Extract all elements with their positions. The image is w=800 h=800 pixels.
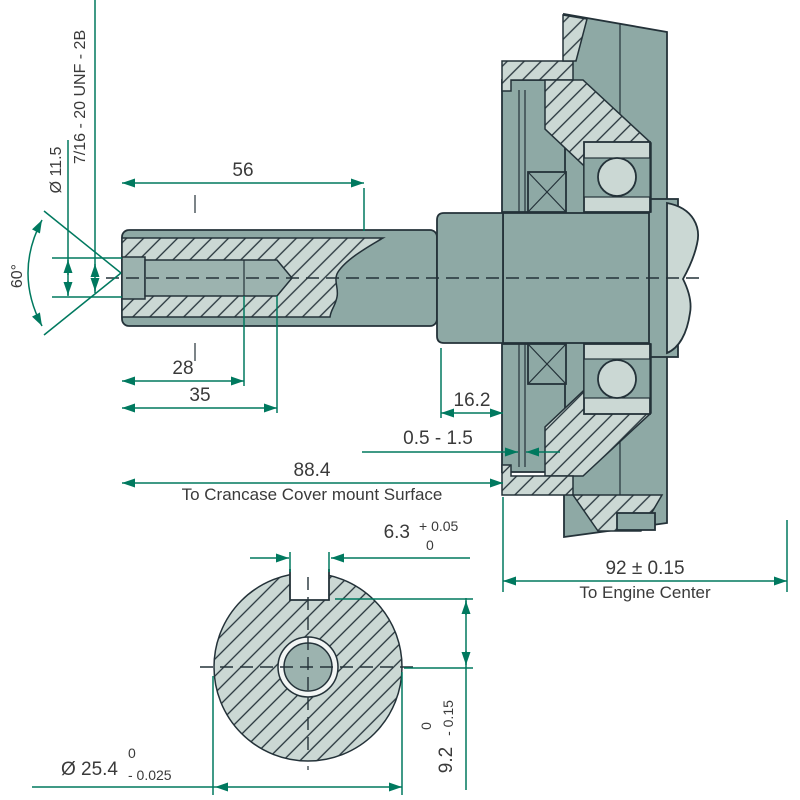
keyway-width-label: 6.3 <box>384 522 410 543</box>
dim-56-label: 56 <box>232 160 253 181</box>
ball-bearing-upper <box>583 141 651 213</box>
end-view-dimensions: 6.3 + 0.05 0 9.2 0 - 0.15 Ø 25.4 0 - 0.0… <box>32 518 473 795</box>
shaft-dia-tol-lower: - 0.025 <box>128 767 172 783</box>
dim-16-2-label: 16.2 <box>454 390 491 411</box>
keyway-depth-tol-lower: - 0.15 <box>440 700 456 736</box>
dim-92-note: To Engine Center <box>579 583 711 602</box>
oil-seal-upper <box>527 171 567 213</box>
block-bottom-notch <box>616 512 656 531</box>
bearing-ball <box>597 157 637 197</box>
side-view-dimensions: 7/16 - 20 UNF - 2B Ø 11.5 60° 56 28 35 1… <box>9 0 788 602</box>
shaft-dia-tol-upper: 0 <box>128 745 136 761</box>
keyway-outline <box>289 569 330 601</box>
engine-cross-section <box>501 12 699 539</box>
keyway-slot <box>290 569 329 600</box>
keyway-depth-tol-upper: 0 <box>418 722 434 730</box>
chamfer-angle-arc <box>27 219 43 327</box>
dim-92-label: 92 ± 0.15 <box>605 558 684 579</box>
dim-88-4-label: 88.4 <box>294 460 331 481</box>
cover-bottom-foot <box>501 464 574 496</box>
oil-seal-lower <box>527 343 567 385</box>
backplate-top-wedge <box>562 14 588 62</box>
chamfer-line-upper <box>43 210 122 274</box>
dim-28-label: 28 <box>172 358 193 379</box>
thread-callout-label: 7/16 - 20 UNF - 2B <box>72 30 89 164</box>
dim-88-4-note: To Crancase Cover mount Surface <box>182 485 443 504</box>
shaft-dia-label: Ø 25.4 <box>61 759 118 780</box>
bearing-ball <box>597 359 637 399</box>
crank-lobe <box>666 201 699 355</box>
keyway-width-tol-lower: 0 <box>426 537 434 553</box>
gap-label: 0.5 - 1.5 <box>403 428 473 449</box>
shaft-end-view <box>200 569 417 770</box>
pilot-diameter-label: Ø 11.5 <box>48 146 65 193</box>
chamfer-angle-label: 60° <box>9 264 26 288</box>
keyway-width-tol-upper: + 0.05 <box>419 518 459 534</box>
pto-shaft-side-view <box>121 195 504 361</box>
chamfer-line-lower <box>43 272 122 336</box>
dim-35-label: 35 <box>189 385 210 406</box>
keyway-depth-label: 9.2 <box>436 747 457 773</box>
ball-bearing-lower <box>583 343 651 415</box>
